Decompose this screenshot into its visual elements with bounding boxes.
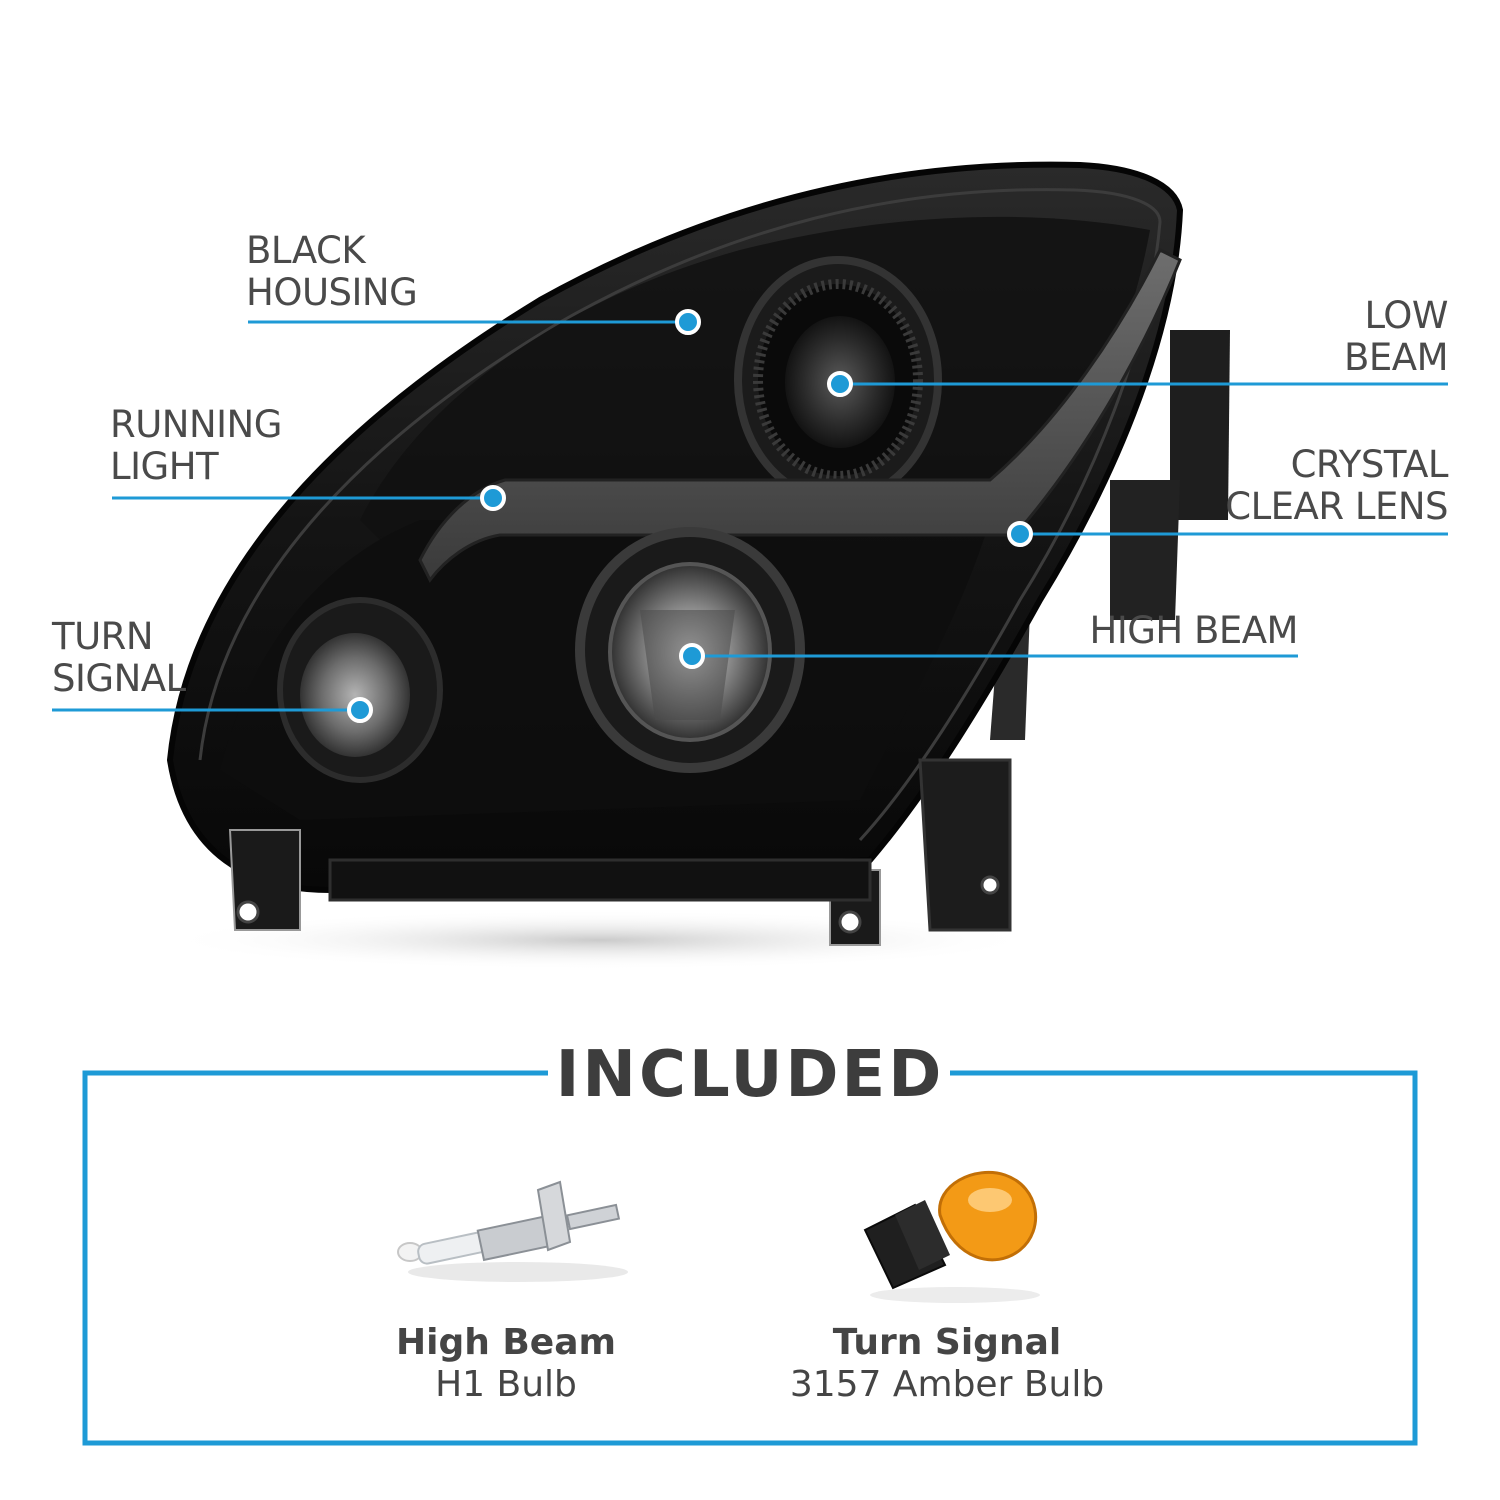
callout-line: TURN: [52, 615, 154, 658]
callout-line: HIGH BEAM: [1089, 609, 1299, 652]
callout-running-light: RUNNING LIGHT: [110, 404, 282, 488]
callout-black-housing: BLACK HOUSING: [246, 229, 418, 314]
callout-low-beam: LOW BEAM: [1344, 294, 1449, 379]
callout-high-beam: HIGH BEAM: [1090, 610, 1299, 652]
callout-crystal-clear-lens: CRYSTAL CLEAR LENS: [1225, 444, 1448, 528]
running-light-marker: [480, 485, 506, 511]
included-title: INCLUDED: [550, 1038, 950, 1112]
callout-line: BLACK: [246, 229, 366, 272]
callout-line: RUNNING: [110, 403, 282, 446]
included-item-subtitle: H1 Bulb: [435, 1364, 577, 1405]
high-beam-marker: [679, 643, 705, 669]
running-light-bar-icon: [418, 247, 1182, 583]
callout-line: SIGNAL: [52, 657, 186, 700]
turn-signal-lens-icon: [277, 597, 443, 783]
black-housing-marker: [675, 309, 701, 335]
included-item-title: Turn Signal: [832, 1322, 1062, 1363]
callout-line: LIGHT: [110, 445, 219, 488]
low-beam-marker: [827, 371, 853, 397]
callout-line: BEAM: [1344, 336, 1449, 379]
included-item-title: High Beam: [395, 1322, 617, 1363]
callout-line: LOW: [1364, 294, 1448, 337]
callout-turn-signal: TURN SIGNAL: [52, 616, 186, 700]
crystal-clear-lens-marker: [1007, 521, 1033, 547]
callout-line: CRYSTAL: [1290, 443, 1449, 486]
amber-bulb-icon: [863, 1170, 1040, 1303]
included-item-subtitle: 3157 Amber Bulb: [789, 1364, 1105, 1405]
h1-bulb-icon: [397, 1180, 628, 1282]
callout-line: HOUSING: [246, 271, 418, 314]
turn-signal-marker: [347, 697, 373, 723]
callout-line: CLEAR LENS: [1225, 485, 1448, 528]
